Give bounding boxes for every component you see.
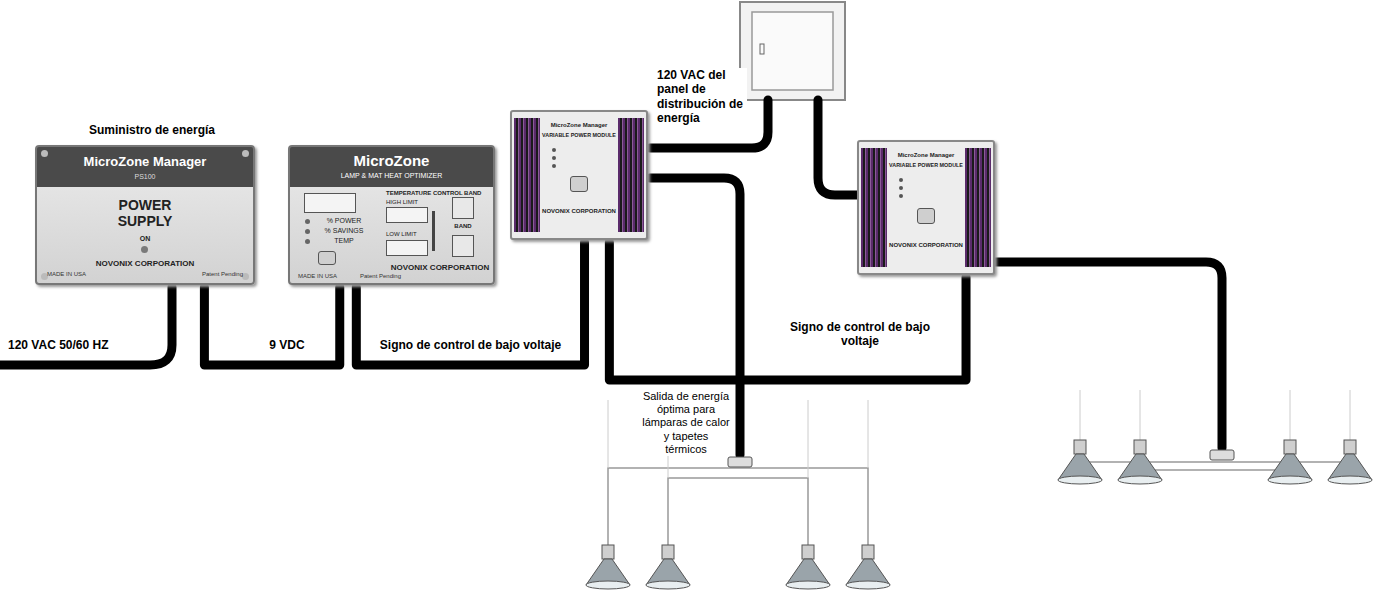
cooling-fins — [514, 118, 540, 232]
cable-label: 9 VDC — [245, 338, 329, 352]
panel-text: MicroZone Manager — [37, 155, 253, 170]
panel-text: VARIABLE POWER MODULE — [889, 162, 963, 168]
panel-text: LOW LIMIT — [386, 231, 446, 238]
panel-detail — [242, 150, 249, 157]
panel-detail — [41, 150, 48, 157]
variable-power-module: MicroZone ManagerVARIABLE POWER MODULE NO… — [510, 110, 648, 240]
panel-detail — [141, 246, 148, 253]
panel-text: Patent Pending — [360, 273, 420, 280]
cooling-fins — [618, 118, 644, 232]
wire-label: 120 VAC 50/60 HZ — [6, 338, 150, 352]
panel-detail — [305, 239, 310, 244]
panel-detail — [452, 197, 474, 219]
unit-heading: Suministro de energía — [89, 123, 215, 137]
panel-text: TEMPERATURE CONTROL BAND — [386, 190, 490, 197]
output-wire — [995, 262, 1222, 448]
panel-text: NOVONIX CORPORATION — [390, 263, 490, 272]
panel-text: MicroZone — [290, 152, 493, 169]
panel-text: % POWER — [314, 217, 374, 225]
panel-text: NOVONIX CORPORATION — [542, 208, 616, 215]
panel-detail — [242, 273, 249, 280]
panel-detail — [570, 176, 588, 192]
panel-detail — [432, 211, 435, 251]
panel-detail — [386, 240, 428, 256]
heat-lamp-group — [586, 400, 890, 589]
panel-text: HIGH LIMIT — [386, 199, 446, 206]
panel-detail — [917, 208, 935, 224]
mains-wire — [0, 287, 172, 365]
panel-detail — [552, 156, 556, 160]
panel-detail — [452, 235, 474, 257]
cooling-fins — [965, 148, 991, 267]
panel-text: MicroZone Manager — [542, 122, 616, 129]
panel-detail — [318, 251, 336, 265]
panel-detail — [386, 207, 428, 223]
cable-label: Signo de control de bajo voltaje — [366, 338, 575, 352]
heat-lamp-group — [1058, 390, 1372, 484]
power-supply-unit: Suministro de energíaMicroZone ManagerPS… — [35, 145, 255, 285]
panel-detail — [305, 219, 310, 224]
panel-text: TEMP — [314, 237, 374, 245]
panel-text: MADE IN USA — [47, 271, 127, 278]
panel-text: MADE IN USA — [298, 273, 358, 280]
panel-text: NOVONIX CORPORATION — [889, 242, 963, 249]
panel-text: PS100 — [37, 173, 253, 181]
distribution-panel — [740, 2, 845, 100]
wire-label: Salida de energía óptima para lámparas d… — [640, 390, 732, 456]
panel-text: MicroZone Manager — [889, 152, 963, 159]
heat-optimizer-unit: MicroZoneLAMP & MAT HEAT OPTIMIZER % POWE… — [288, 145, 495, 285]
cable-label: Signo de control de bajo voltaje — [768, 320, 952, 349]
panel-text: BAND — [448, 223, 478, 230]
panel-detail — [552, 164, 556, 168]
panel-detail — [305, 229, 310, 234]
panel-text: LAMP & MAT HEAT OPTIMIZER — [290, 172, 493, 180]
panel-detail — [304, 193, 356, 213]
panel-text: % SAVINGS — [314, 227, 374, 235]
panel-detail — [552, 148, 556, 152]
panel-text: VARIABLE POWER MODULE — [542, 132, 616, 138]
control-cable — [204, 287, 339, 365]
panel-text: Patent Pending — [163, 271, 243, 278]
panel-text: NOVONIX CORPORATION — [37, 259, 253, 268]
panel-detail — [899, 178, 903, 182]
feed-wire — [818, 100, 857, 195]
panel-detail — [41, 273, 48, 280]
panel-detail — [899, 194, 903, 198]
variable-power-module: MicroZone ManagerVARIABLE POWER MODULE NO… — [857, 140, 995, 275]
cooling-fins — [861, 148, 887, 267]
panel-detail — [899, 186, 903, 190]
panel-text: POWER SUPPLY — [95, 197, 195, 229]
panel-text: ON — [37, 235, 253, 243]
wire-label: 120 VAC del panel de distribución de ene… — [655, 68, 747, 126]
